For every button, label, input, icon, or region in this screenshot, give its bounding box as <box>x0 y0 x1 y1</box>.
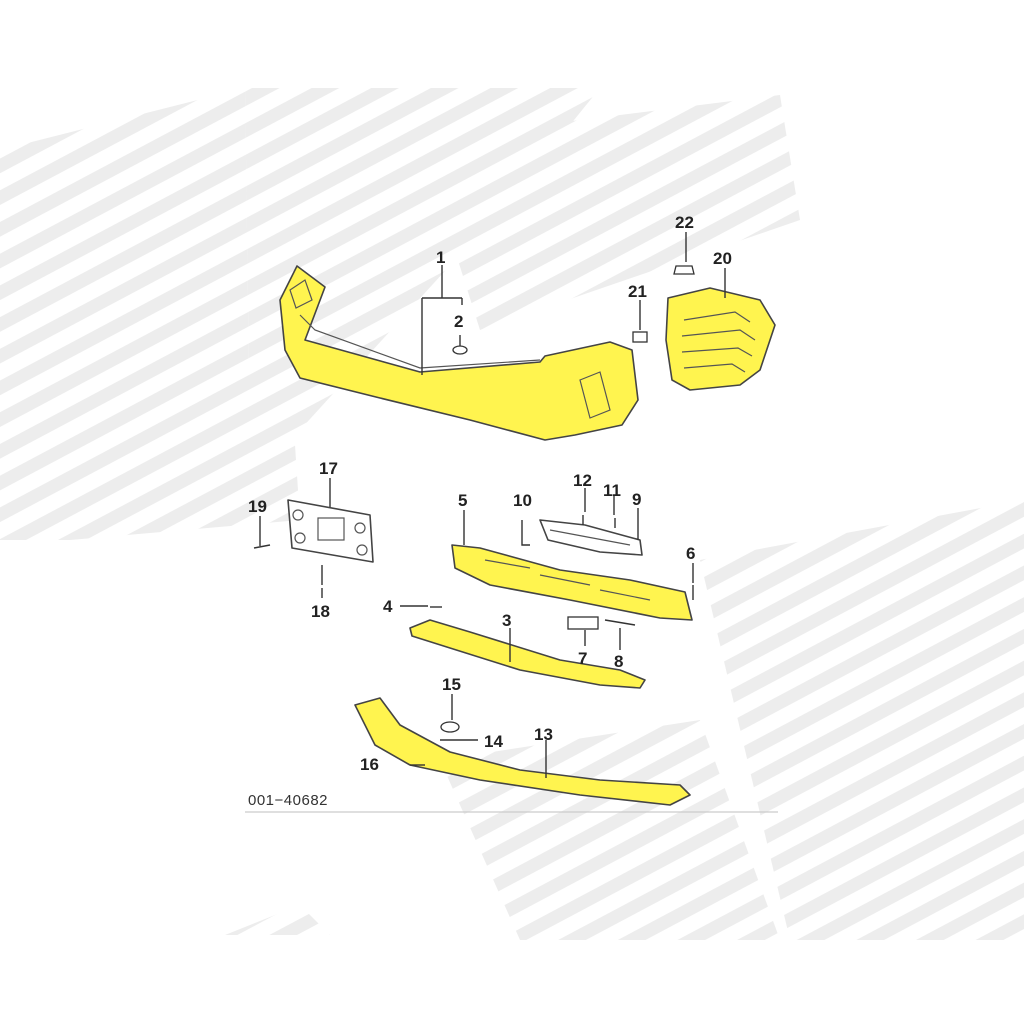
lower-grille-shape <box>451 544 693 621</box>
callout-9: 9 <box>632 490 641 509</box>
callouts: 1 2 3 4 5 6 7 8 9 10 11 12 13 14 15 16 1… <box>248 213 732 774</box>
fasteners <box>253 265 695 766</box>
callout-7: 7 <box>578 649 587 668</box>
fog-grille-shape <box>665 287 776 391</box>
diagram-code: 001−40682 <box>248 792 328 809</box>
callout-19: 19 <box>248 497 267 516</box>
watermark-shape-bottom-left <box>225 905 330 935</box>
grille-slot-1 <box>484 559 531 569</box>
watermark-shape-lower <box>0 370 300 540</box>
callout-22: 22 <box>675 213 694 232</box>
bumper-cover <box>279 265 639 441</box>
bumper-cover-shape <box>279 265 639 441</box>
watermark-shape-right <box>700 500 1024 940</box>
fog-grille-slat-3 <box>681 347 753 357</box>
watermark-shape-top-right <box>420 95 800 330</box>
bracket-center-slot <box>317 517 345 541</box>
clip-part-15 <box>440 721 460 733</box>
callout-8: 8 <box>614 652 623 671</box>
callout-1: 1 <box>436 248 445 267</box>
fog-grille <box>665 287 776 391</box>
upper-retainer <box>539 519 643 556</box>
fog-grille-slat-2 <box>681 329 756 341</box>
callout-12: 12 <box>573 471 592 490</box>
callout-3: 3 <box>502 611 511 630</box>
callout-14: 14 <box>484 732 503 751</box>
lower-grille <box>451 544 693 621</box>
bumper-fog-opening <box>579 371 611 419</box>
lower-molding <box>409 619 646 689</box>
callout-11: 11 <box>603 481 621 500</box>
leader-1 <box>421 265 463 375</box>
clip-part-2 <box>452 345 468 355</box>
clip-part-22 <box>673 265 695 275</box>
callout-2: 2 <box>454 312 463 331</box>
pad-part-7 <box>567 616 599 630</box>
bumper-upper-edge <box>299 314 541 369</box>
watermark-shape-bottom <box>440 720 780 940</box>
bracket-hole-2 <box>294 532 306 544</box>
callout-15: 15 <box>442 675 461 694</box>
bracket-hole-4 <box>356 544 368 556</box>
retainer-rib <box>549 529 631 546</box>
callout-10: 10 <box>513 491 532 510</box>
bracket-hole-1 <box>292 509 304 521</box>
watermark <box>0 88 1024 940</box>
fog-grille-slat-4 <box>683 363 746 373</box>
callout-18: 18 <box>311 602 330 621</box>
grille-slot-2 <box>539 574 591 586</box>
license-bracket-shape <box>287 499 374 563</box>
lower-spoiler <box>354 697 691 806</box>
callout-20: 20 <box>713 249 732 268</box>
license-bracket <box>287 499 374 563</box>
clip-part-21 <box>632 331 648 343</box>
callout-4: 4 <box>383 597 393 616</box>
leader-lines <box>259 232 726 778</box>
callout-21: 21 <box>628 282 647 301</box>
screw-part-8 <box>604 619 636 626</box>
fog-grille-slat-1 <box>683 311 751 323</box>
bumper-side-tab <box>289 279 313 309</box>
bracket-hole-3 <box>354 522 366 534</box>
screw-part-10 <box>521 520 530 546</box>
callout-16: 16 <box>360 755 379 774</box>
screw-part-19 <box>253 544 271 549</box>
callout-5: 5 <box>458 491 467 510</box>
callout-17: 17 <box>319 459 338 478</box>
callout-6: 6 <box>686 544 695 563</box>
grille-slot-3 <box>599 589 651 601</box>
callout-13: 13 <box>534 725 553 744</box>
